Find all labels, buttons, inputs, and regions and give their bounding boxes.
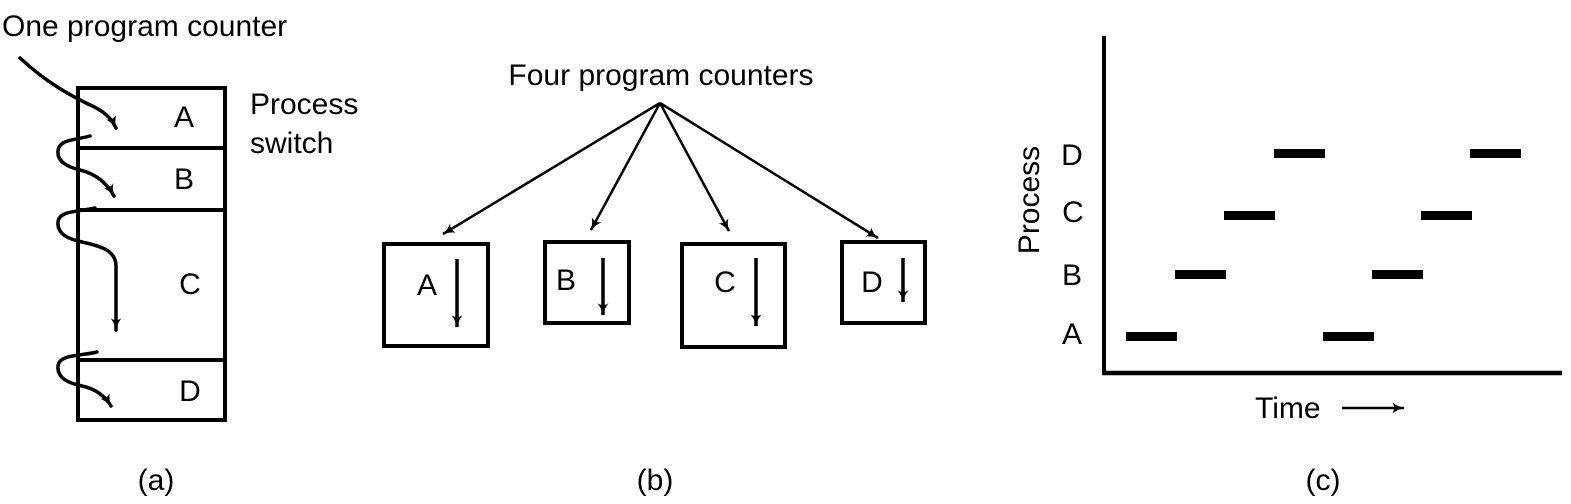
process-box-d-label: D — [861, 266, 883, 299]
run-dash-c-slot7 — [1421, 210, 1473, 220]
process-switch-curl-into-b — [56, 134, 116, 198]
row-label-b: B — [1061, 259, 1082, 292]
process-switch-label: Process switch — [250, 88, 359, 160]
process-box-d — [840, 240, 927, 325]
one-program-counter-label: One program counter — [2, 10, 288, 43]
memory-box — [76, 86, 227, 422]
run-dash-d-slot4 — [1273, 148, 1325, 158]
run-dash-a-slot1 — [1126, 331, 1177, 341]
process-box-c — [680, 242, 787, 349]
fan-arrow-to-c — [658, 102, 731, 233]
row-label-a: A — [1061, 318, 1082, 351]
fan-arrow-to-a — [441, 101, 661, 236]
memory-section-d-label: D — [179, 375, 201, 408]
memory-section-c-label: C — [179, 268, 201, 301]
process-axis-label: Process — [1013, 145, 1046, 255]
run-dash-d-slot8 — [1470, 148, 1522, 158]
fan-arrow-to-d — [659, 101, 880, 240]
run-dash-a-slot5 — [1322, 331, 1374, 341]
four-program-counters-label: Four program counters — [508, 59, 814, 92]
caption-b: (b) — [636, 464, 674, 497]
row-label-d: D — [1061, 139, 1083, 172]
memory-section-b-label: B — [173, 163, 194, 196]
process-box-b — [543, 240, 631, 325]
row-label-c: C — [1062, 196, 1084, 229]
time-axis-label: Time — [1255, 392, 1321, 425]
fan-arrow-to-b — [589, 102, 662, 232]
process-switch-curl-into-c — [56, 206, 122, 332]
caption-a: (a) — [137, 464, 175, 497]
caption-c: (c) — [1305, 464, 1341, 497]
run-dash-b-slot6 — [1372, 269, 1423, 279]
process-box-a-label: A — [416, 269, 437, 302]
process-box-c-label: C — [714, 266, 736, 299]
run-dash-b-slot2 — [1175, 269, 1227, 279]
run-dash-c-slot3 — [1224, 210, 1276, 220]
program-counter-arrow-into-a — [18, 56, 118, 130]
process-box-b-label: B — [555, 264, 576, 297]
memory-section-a-label: A — [173, 101, 194, 134]
process-box-a — [382, 242, 490, 348]
process-switch-curl-into-d — [56, 350, 113, 408]
